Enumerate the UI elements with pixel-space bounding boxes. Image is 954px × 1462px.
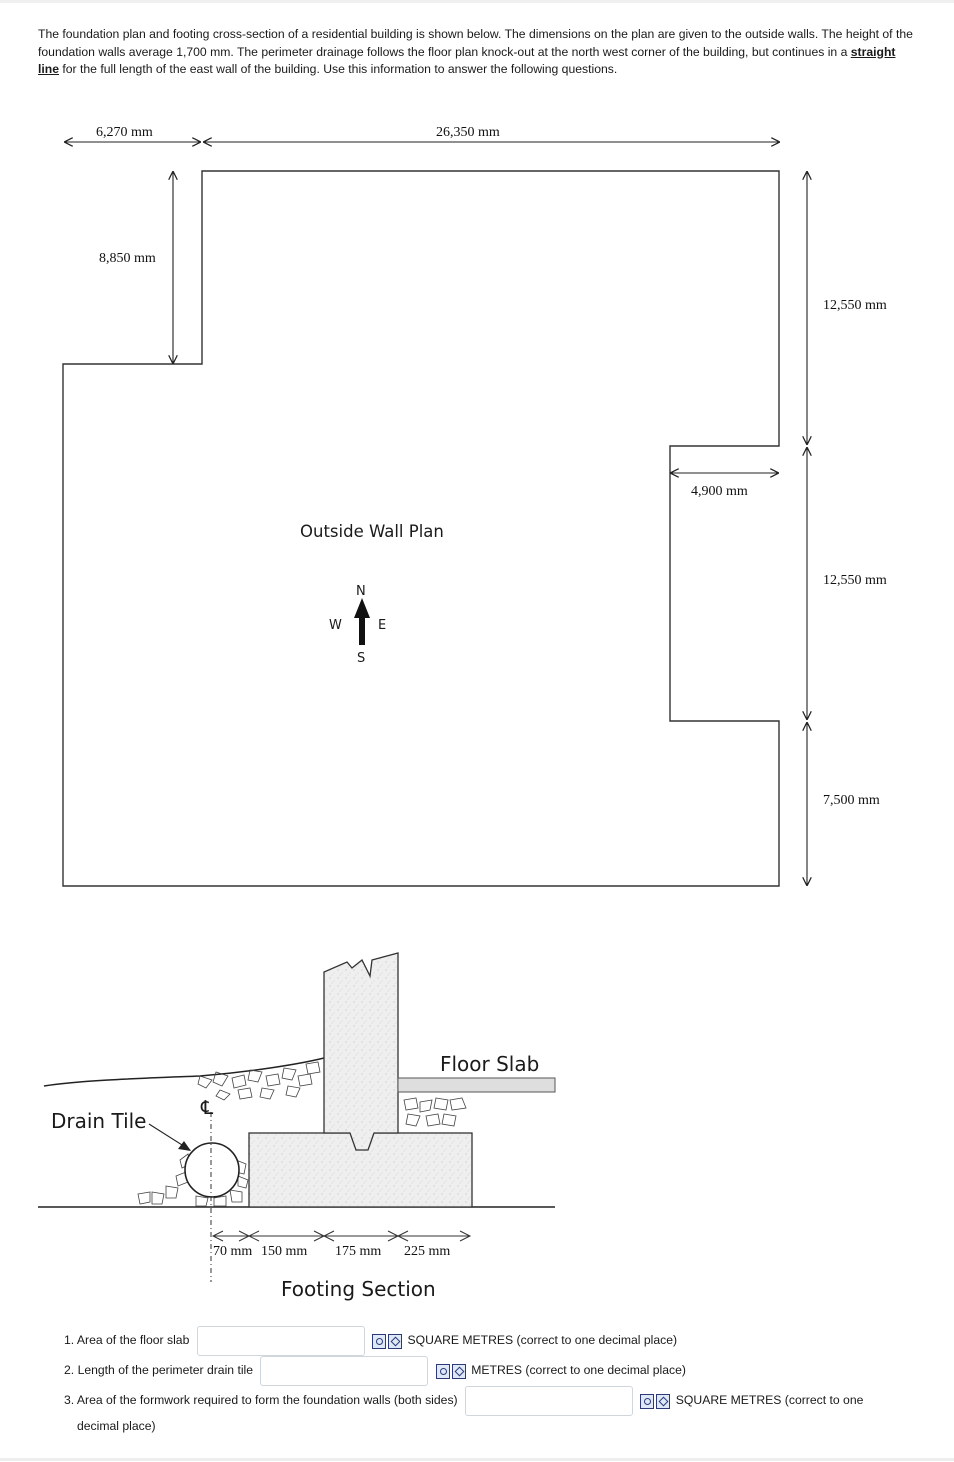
top-rule [0, 0, 954, 3]
formula-icon[interactable] [388, 1333, 403, 1349]
plan-title: Outside Wall Plan [300, 522, 444, 541]
compass-icon: N W E S [329, 584, 386, 666]
dim-right-1: 12,550 mm [823, 298, 887, 313]
question-2: 2. Length of the perimeter drain tile ME… [64, 1356, 686, 1386]
problem-statement: The foundation plan and footing cross-se… [38, 26, 918, 79]
question-2-text: Length of the perimeter drain tile [77, 1363, 254, 1378]
question-1-answer-input[interactable] [196, 1326, 365, 1356]
foundation-wall [323, 952, 399, 1151]
question-3-unit: SQUARE METRES (correct to one [675, 1393, 864, 1408]
grade-line [43, 1057, 325, 1087]
section-dim-2: 150 mm [261, 1244, 307, 1259]
dim-left-vertical: 8,850 mm [99, 251, 156, 266]
question-3-number: 3. [64, 1393, 75, 1408]
dim-right-3: 7,500 mm [823, 793, 880, 808]
section-dim-arrows [211, 1230, 472, 1242]
dim-recess: 4,900 mm [691, 484, 748, 499]
compass-west: W [329, 618, 342, 633]
formula-icon[interactable] [656, 1393, 671, 1409]
section-dim-4: 225 mm [404, 1244, 450, 1259]
question-3-text: Area of the formwork required to form th… [76, 1393, 458, 1408]
question-1-unit: SQUARE METRES (correct to one decimal pl… [407, 1333, 678, 1348]
dim-top-left: 6,270 mm [96, 125, 153, 140]
question-2-unit: METRES (correct to one decimal place) [471, 1363, 686, 1378]
question-2-answer-input[interactable] [260, 1356, 429, 1386]
question-3-answer-input[interactable] [465, 1386, 633, 1416]
floor-slab [397, 1077, 556, 1093]
drain-tile-label: Drain Tile [51, 1109, 147, 1133]
dim-right-2: 12,550 mm [823, 573, 887, 588]
section-dim-3: 175 mm [335, 1244, 381, 1259]
compass-east: E [378, 618, 386, 633]
centerline-symbol: ℄ [200, 1097, 214, 1119]
building-outline [62, 170, 780, 887]
dim-top-right: 26,350 mm [436, 125, 500, 140]
intro-text-2: for the full length of the east wall of … [62, 62, 618, 77]
formula-icon[interactable] [451, 1363, 466, 1379]
bottom-rule [0, 1458, 954, 1461]
question-2-number: 2. [64, 1363, 75, 1378]
floor-slab-label: Floor Slab [440, 1052, 539, 1076]
drain-tile-arrowhead [178, 1141, 191, 1151]
compass-north: N [356, 584, 366, 599]
section-dim-1: 70 mm [213, 1244, 252, 1259]
question-3: 3. Area of the formwork required to form… [64, 1386, 864, 1435]
preview-icon[interactable] [372, 1333, 387, 1349]
gravel-backfill [197, 1061, 321, 1101]
question-1: 1. Area of the floor slab SQUARE METRES … [64, 1326, 677, 1356]
intro-emphasis: straight line [38, 44, 896, 77]
preview-icon[interactable] [640, 1393, 655, 1409]
section-title: Footing Section [281, 1277, 436, 1301]
question-3-unit-cont: decimal place) [77, 1419, 156, 1433]
compass-south: S [357, 651, 365, 666]
preview-icon[interactable] [435, 1363, 450, 1379]
drain-tile [184, 1142, 240, 1198]
intro-text-1: The foundation plan and footing cross-se… [38, 27, 913, 59]
gravel-under-slab [403, 1097, 467, 1127]
question-1-text: Area of the floor slab [76, 1333, 190, 1348]
question-1-number: 1. [64, 1333, 75, 1348]
